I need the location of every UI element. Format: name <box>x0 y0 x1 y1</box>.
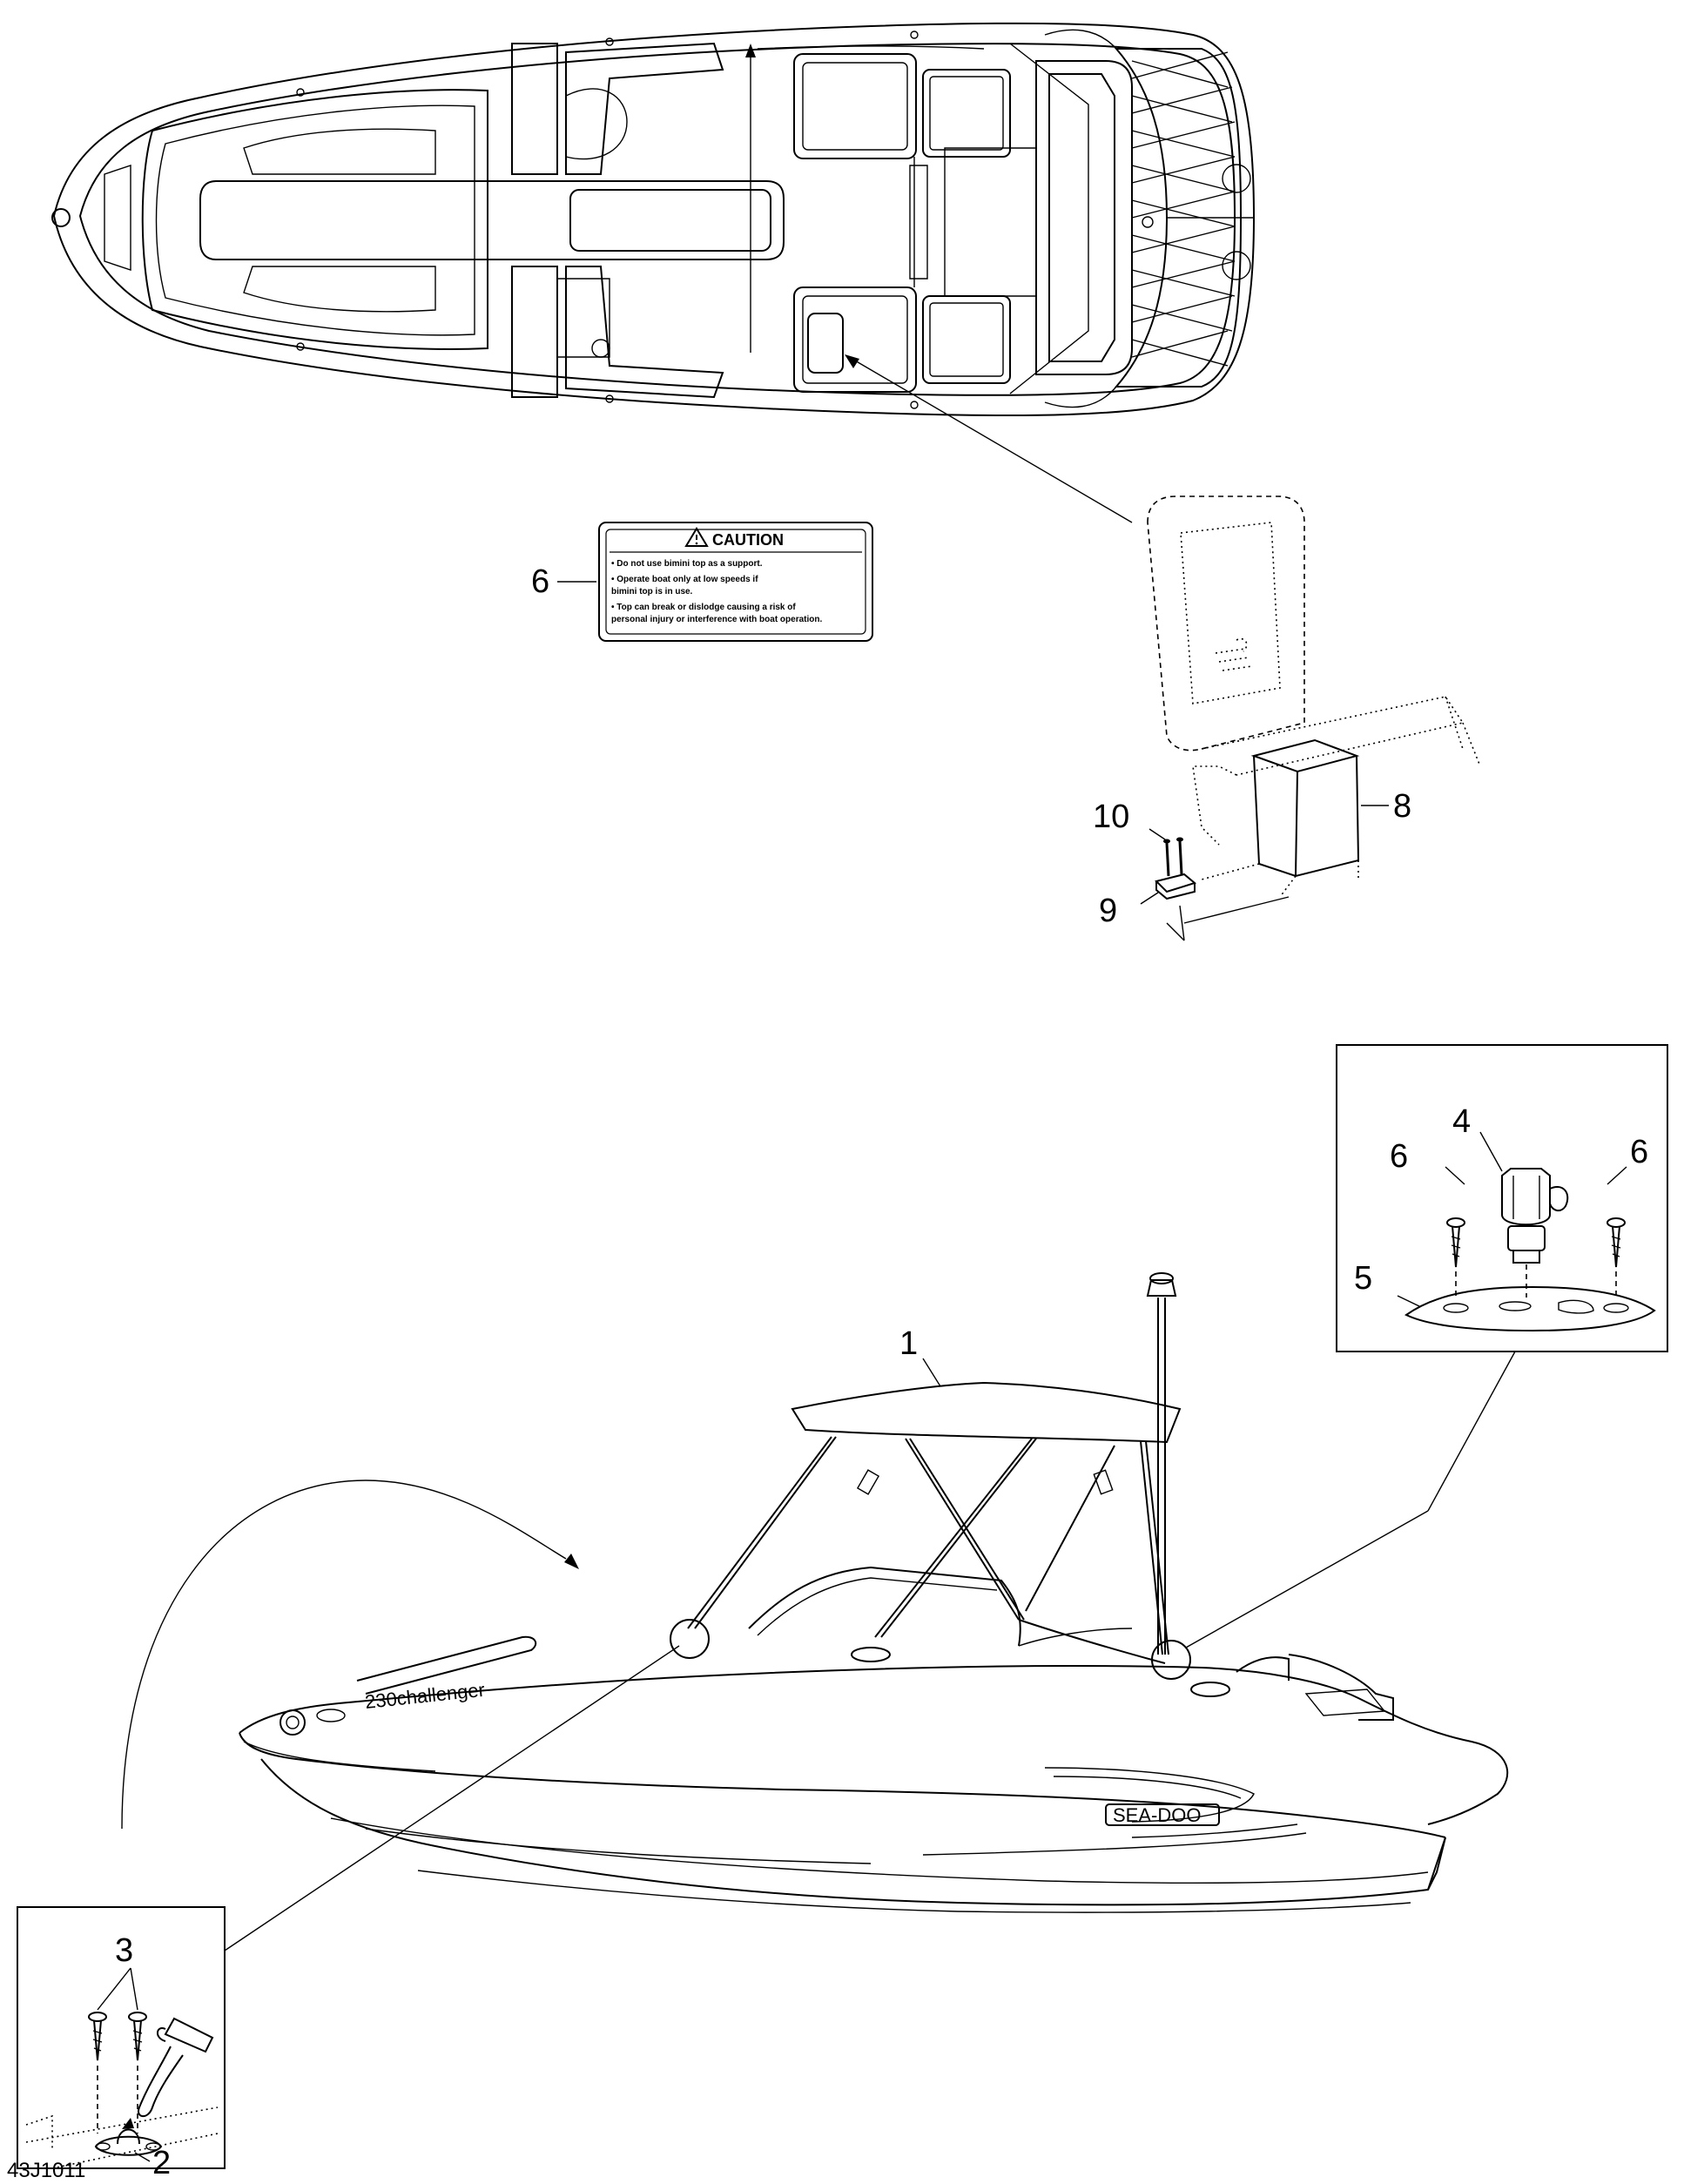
warning-triangle-icon <box>684 527 709 547</box>
caution-line-4: • Top can break or dislodge causing a ri… <box>611 603 796 612</box>
callout-5: 5 <box>1354 1260 1372 1297</box>
boat-model-marking: 230challenger <box>364 1679 486 1713</box>
callout-6-right: 6 <box>1630 1134 1648 1170</box>
callout-2: 2 <box>152 2145 171 2181</box>
strap-detail-inset <box>17 1906 226 2169</box>
callout-7: 6 <box>531 563 549 600</box>
hinge-detail-inset <box>1336 1044 1668 1352</box>
boat-top-view <box>51 22 1256 417</box>
caution-line-3: bimini top is in use. <box>611 587 693 597</box>
storage-compartment-detail <box>1147 495 1481 941</box>
caution-line-2: • Operate boat only at low speeds if <box>611 575 758 584</box>
callout-1: 1 <box>899 1325 918 1362</box>
leader-lines-top <box>745 44 1133 523</box>
callout-3: 3 <box>115 1932 133 1969</box>
callout-10: 10 <box>1093 799 1129 835</box>
caution-decal: CAUTION • Do not use bimini top as a sup… <box>598 522 873 642</box>
bimini-top <box>687 1381 1182 1664</box>
callout-4: 4 <box>1452 1103 1471 1140</box>
boat-brand-marking: SEA-DOO <box>1113 1804 1201 1826</box>
figure-code: 43J1011 <box>7 2159 85 2182</box>
caution-line-1: • Do not use bimini top as a support. <box>611 559 763 569</box>
boat-side-view: SEA-DOO 230challenger <box>239 1272 1509 1913</box>
caution-line-5: personal injury or interference with boa… <box>611 615 822 624</box>
callout-6-left: 6 <box>1390 1138 1408 1175</box>
callout-9: 9 <box>1099 893 1117 929</box>
callout-8: 8 <box>1393 788 1411 825</box>
caution-title: CAUTION <box>712 531 784 549</box>
